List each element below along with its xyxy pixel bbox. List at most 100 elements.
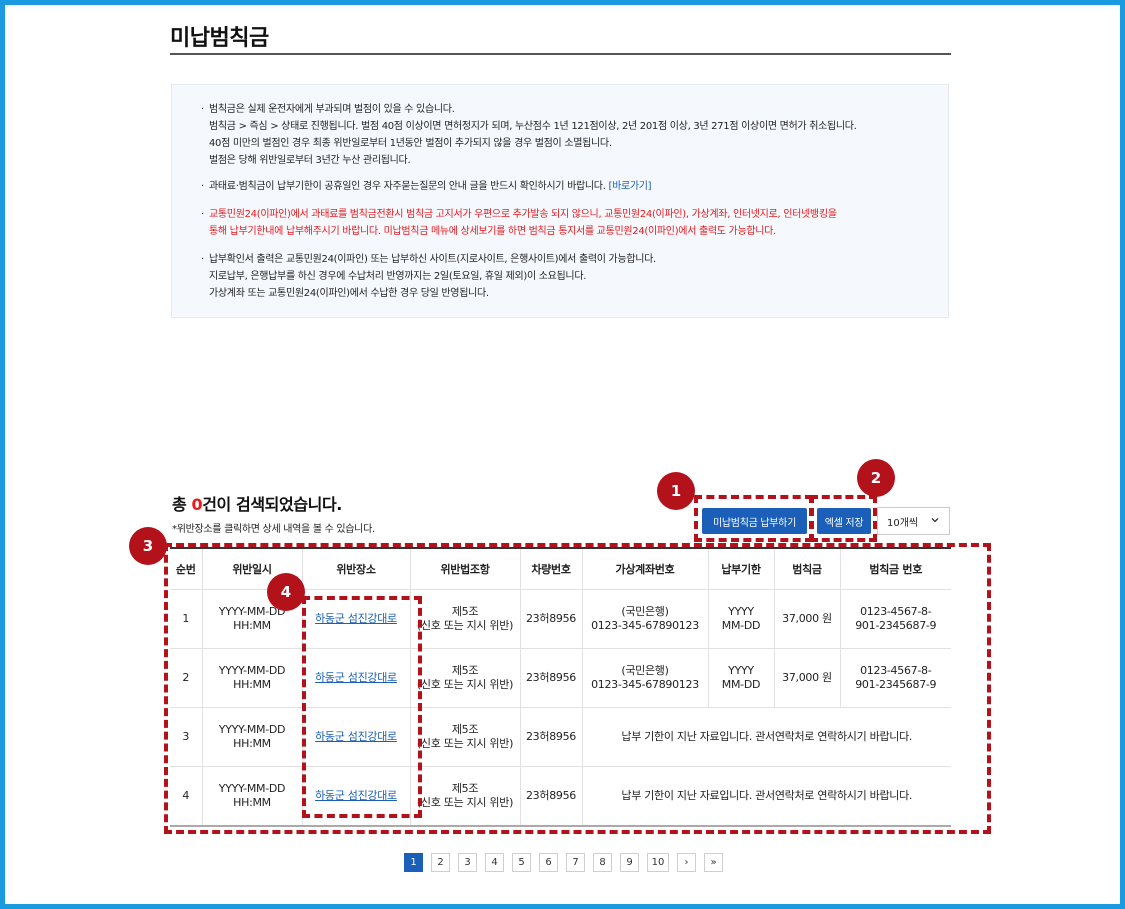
- fines-table: 순번 위반일시 위반장소 위반법조항 차량번호 가상계좌번호 납부기한 범칙금 …: [170, 547, 951, 827]
- notice-box: [171, 84, 949, 318]
- due-date: MM-DD: [721, 619, 761, 632]
- notice-line: 지로납부, 은행납부를 하신 경우에 수납처리 반영까지는 2일(토요일, 휴일…: [209, 271, 587, 282]
- account-number: 0123-345-67890123: [591, 678, 699, 691]
- next-page-icon[interactable]: ›: [677, 853, 696, 872]
- annotation-badge-1: 1: [657, 472, 695, 510]
- page-button-6[interactable]: 6: [539, 853, 558, 872]
- cell-no: 3: [170, 707, 202, 767]
- page-button-7[interactable]: 7: [566, 853, 585, 872]
- page-button-2[interactable]: 2: [431, 853, 450, 872]
- table-header-row: 순번 위반일시 위반장소 위반법조항 차량번호 가상계좌번호 납부기한 범칙금 …: [170, 548, 951, 590]
- notice-line: 과태료·범칙금이 납부기한이 공휴일인 경우 자주묻는질문의 안내 글을 반드시…: [209, 181, 606, 192]
- header-law: 위반법조항: [409, 548, 520, 590]
- page-button-10[interactable]: 10: [647, 853, 669, 872]
- cell-fine-no: 0123-4567-8-901-2345687-9: [839, 589, 951, 649]
- date-text: YYYY-MM-DD: [218, 664, 286, 677]
- header-fine-no: 범칙금 번호: [839, 548, 951, 590]
- notice-line: 범칙금 > 즉심 > 상태로 진행됩니다. 벌점 40점 이상이면 면허정지가 …: [209, 121, 857, 132]
- time-text: HH:MM: [233, 678, 271, 691]
- cell-place: 하동군 섬진강대로: [301, 589, 410, 649]
- header-fine: 범칙금: [773, 548, 840, 590]
- bank-name: (국민은행): [621, 605, 669, 618]
- bullet-icon: ·: [201, 104, 204, 115]
- cell-no: 4: [170, 766, 202, 827]
- page-button-9[interactable]: 9: [620, 853, 639, 872]
- date-text: YYYY-MM-DD: [218, 782, 286, 795]
- cell-law: 제5조(신호 또는 지시 위반): [409, 766, 520, 827]
- excel-save-button[interactable]: 엑셀 저장: [817, 508, 871, 534]
- cell-fine: 37,000 원: [773, 648, 840, 708]
- header-account: 가상계좌번호: [581, 548, 708, 590]
- time-text: HH:MM: [233, 619, 271, 632]
- cell-no: 2: [170, 648, 202, 708]
- cell-fine-no: 0123-4567-8-901-2345687-9: [839, 648, 951, 708]
- law-desc: (신호 또는 지시 위반): [416, 737, 514, 750]
- bank-name: (국민은행): [621, 664, 669, 677]
- fine-no-part: 0123-4567-8-: [860, 605, 932, 618]
- place-link[interactable]: 하동군 섬진강대로: [315, 730, 397, 743]
- fine-no-part: 0123-4567-8-: [860, 664, 932, 677]
- cell-overdue-message: 납부 기한이 지난 자료입니다. 관서연락처로 연락하시기 바랍니다.: [581, 766, 951, 827]
- result-count: 총 0건이 검색되었습니다.: [172, 491, 342, 515]
- cell-place: 하동군 섬진강대로: [301, 707, 410, 767]
- page-button-4[interactable]: 4: [485, 853, 504, 872]
- notice-line: 범칙금은 실제 운전자에게 부과되며 벌점이 있을 수 있습니다.: [209, 104, 455, 115]
- page-button-1[interactable]: 1: [404, 853, 423, 872]
- cell-account: (국민은행)0123-345-67890123: [581, 648, 708, 708]
- notice-conversion: · 교통민원24(이파인)에서 과태료를 범칙금전환시 범칙금 고지서가 우편으…: [201, 206, 837, 240]
- page-button-3[interactable]: 3: [458, 853, 477, 872]
- law-article: 제5조: [451, 723, 479, 736]
- shortcut-link[interactable]: [바로가기]: [608, 181, 652, 192]
- pay-fines-button[interactable]: 미납범칙금 납부하기: [702, 508, 807, 534]
- notice-receipt: · 납부확인서 출력은 교통민원24(이파인) 또는 납부하신 사이트(지로사이…: [201, 251, 656, 302]
- notice-line: 통해 납부기한내에 납부해주시기 바랍니다. 미납범칙금 메뉴에 상세보기를 하…: [209, 226, 776, 237]
- place-link[interactable]: 하동군 섬진강대로: [315, 612, 397, 625]
- cell-overdue-message: 납부 기한이 지난 자료입니다. 관서연락처로 연락하시기 바랍니다.: [581, 707, 951, 767]
- cell-account: (국민은행)0123-345-67890123: [581, 589, 708, 649]
- fine-no-part: 901-2345687-9: [855, 619, 937, 632]
- due-year: YYYY: [728, 605, 754, 618]
- place-link[interactable]: 하동군 섬진강대로: [315, 671, 397, 684]
- page-button-8[interactable]: 8: [593, 853, 612, 872]
- due-year: YYYY: [728, 664, 754, 677]
- title-divider: [170, 53, 951, 55]
- notice-line: 벌점은 당해 위반일로부터 3년간 누산 관리됩니다.: [209, 155, 411, 166]
- cell-car: 23허8956: [519, 589, 582, 649]
- notice-line: 가상계좌 또는 교통민원24(이파인)에서 수납한 경우 당일 반영됩니다.: [209, 288, 489, 299]
- bullet-icon: ·: [201, 181, 204, 192]
- cell-car: 23허8956: [519, 648, 582, 708]
- header-place: 위반장소: [301, 548, 410, 590]
- cell-car: 23허8956: [519, 766, 582, 827]
- notice-line: 교통민원24(이파인)에서 과태료를 범칙금전환시 범칙금 고지서가 우편으로 …: [209, 209, 837, 220]
- law-article: 제5조: [451, 664, 479, 677]
- last-page-icon[interactable]: »: [704, 853, 723, 872]
- annotation-badge-3: 3: [129, 527, 167, 565]
- cell-place: 하동군 섬진강대로: [301, 766, 410, 827]
- cell-law: 제5조(신호 또는 지시 위반): [409, 648, 520, 708]
- law-desc: (신호 또는 지시 위반): [416, 678, 514, 691]
- account-number: 0123-345-67890123: [591, 619, 699, 632]
- notice-line: 납부확인서 출력은 교통민원24(이파인) 또는 납부하신 사이트(지로사이트,…: [209, 254, 656, 265]
- time-text: HH:MM: [233, 737, 271, 750]
- header-no: 순번: [170, 548, 202, 590]
- notice-holiday: · 과태료·범칙금이 납부기한이 공휴일인 경우 자주묻는질문의 안내 글을 반…: [201, 178, 652, 195]
- cell-fine: 37,000 원: [773, 589, 840, 649]
- law-article: 제5조: [451, 605, 479, 618]
- law-desc: (신호 또는 지시 위반): [416, 619, 514, 632]
- cell-law: 제5조(신호 또는 지시 위반): [409, 707, 520, 767]
- cell-law: 제5조(신호 또는 지시 위반): [409, 589, 520, 649]
- result-number: 0: [191, 495, 203, 514]
- page-size-select[interactable]: 10개씩: [877, 507, 950, 535]
- date-text: YYYY-MM-DD: [218, 723, 286, 736]
- result-suffix: 건이 검색되었습니다.: [202, 495, 342, 514]
- page-button-5[interactable]: 5: [512, 853, 531, 872]
- annotation-badge-2: 2: [857, 459, 895, 497]
- place-link[interactable]: 하동군 섬진강대로: [315, 789, 397, 802]
- annotation-badge-4: 4: [267, 573, 305, 611]
